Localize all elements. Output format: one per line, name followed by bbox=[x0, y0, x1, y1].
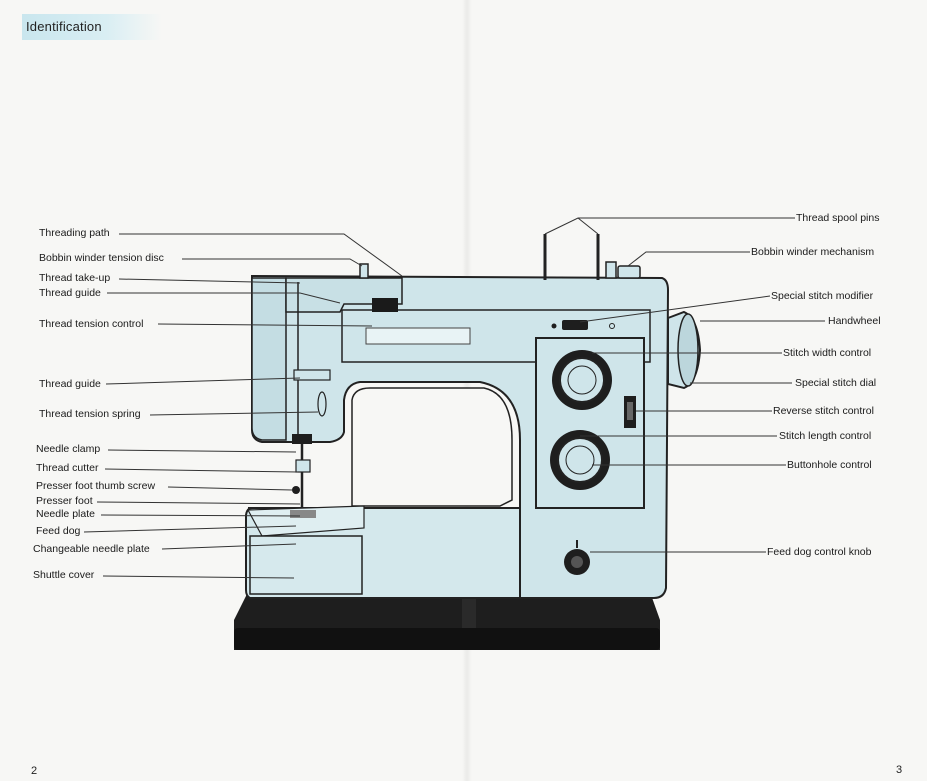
label-buttonhole-control: Buttonhole control bbox=[787, 459, 872, 471]
label-threading-path: Threading path bbox=[39, 227, 110, 239]
label-feed-dog: Feed dog bbox=[36, 525, 81, 537]
label-feed-dog-control-knob: Feed dog control knob bbox=[767, 546, 872, 558]
page-number-left: 2 bbox=[31, 765, 38, 777]
label-stitch-width-control: Stitch width control bbox=[783, 347, 872, 359]
label-bobbin-winder-tension-disc: Bobbin winder tension disc bbox=[39, 252, 164, 264]
label-thread-spool-pins: Thread spool pins bbox=[796, 212, 880, 224]
label-presser-foot-thumb-screw: Presser foot thumb screw bbox=[36, 480, 156, 492]
label-thread-tension-spring: Thread tension spring bbox=[39, 408, 141, 420]
label-special-stitch-dial: Special stitch dial bbox=[795, 377, 877, 389]
label-bobbin-winder-mechanism: Bobbin winder mechanism bbox=[751, 246, 875, 258]
label-thread-cutter: Thread cutter bbox=[36, 462, 99, 474]
label-thread-take-up: Thread take-up bbox=[39, 272, 111, 284]
label-special-stitch-modifier: Special stitch modifier bbox=[771, 290, 874, 302]
label-changeable-needle-plate: Changeable needle plate bbox=[33, 543, 150, 555]
label-thread-tension-control: Thread tension control bbox=[39, 318, 144, 330]
label-thread-guide-upper: Thread guide bbox=[39, 287, 101, 299]
label-thread-guide-lower: Thread guide bbox=[39, 378, 101, 390]
label-presser-foot: Presser foot bbox=[36, 495, 93, 507]
leader-lines-left bbox=[83, 233, 403, 579]
title-bar bbox=[22, 14, 162, 40]
label-needle-plate: Needle plate bbox=[36, 508, 95, 520]
label-shuttle-cover: Shuttle cover bbox=[33, 569, 95, 581]
page-title: Identification bbox=[26, 19, 102, 34]
label-stitch-length-control: Stitch length control bbox=[779, 430, 872, 442]
label-needle-clamp: Needle clamp bbox=[36, 443, 101, 455]
arm-opening bbox=[351, 387, 513, 507]
leader-lines-right bbox=[544, 217, 825, 553]
label-handwheel: Handwheel bbox=[828, 315, 881, 327]
label-reverse-stitch-control: Reverse stitch control bbox=[773, 405, 874, 417]
page-number-right: 3 bbox=[896, 764, 903, 776]
